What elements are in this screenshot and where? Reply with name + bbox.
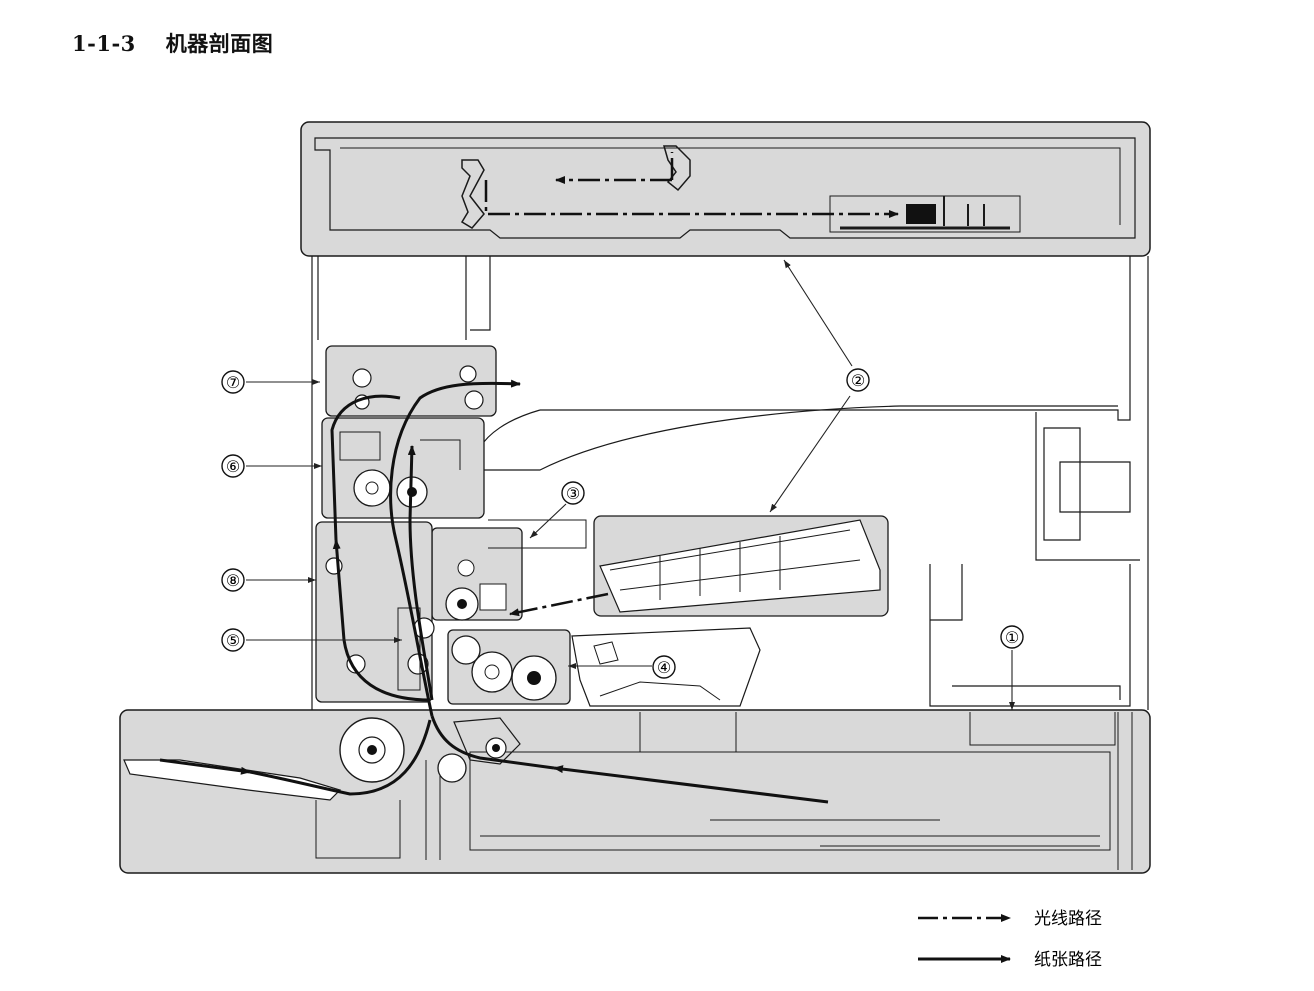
developer-unit [447,627,761,707]
callout-5-label: ⑤ [226,631,240,650]
callout-7-label: ⑦ [226,373,240,392]
paper-cassette [119,709,1151,874]
paper-path-lines [159,379,829,804]
section-heading: 1-1-3 机器剖面图 [72,28,273,58]
legend: 光线路径 纸张路径 [918,909,1102,970]
callout-6-label: ⑥ [226,457,240,476]
fuser-unit [321,345,497,519]
callout-4-label: ④ [657,658,671,677]
scanner-unit [300,121,1151,257]
section-title: 机器剖面图 [165,31,274,56]
callout-6 [221,454,245,478]
callout-7 [221,370,245,394]
drum-unit [431,519,587,621]
callout-8 [221,568,245,592]
callout-2-label: ② [851,371,865,390]
callout-2 [846,368,870,392]
callout-1 [1000,625,1024,649]
legend-paper-path-label: 纸张路径 [1034,950,1102,970]
callout-5 [221,628,245,652]
callout-4 [652,655,676,679]
feed-rollers [339,717,521,783]
callout-8-label: ⑧ [226,571,240,590]
light-path-lines [484,152,899,617]
callout-1-label: ① [1005,628,1019,647]
section-number: 1-1-3 [72,31,136,56]
laser-scanner-unit [593,515,889,617]
callout-3-label: ③ [566,484,580,503]
callout-leaders [246,259,1015,710]
callout-3 [561,481,585,505]
legend-light-path-label: 光线路径 [1034,909,1102,929]
